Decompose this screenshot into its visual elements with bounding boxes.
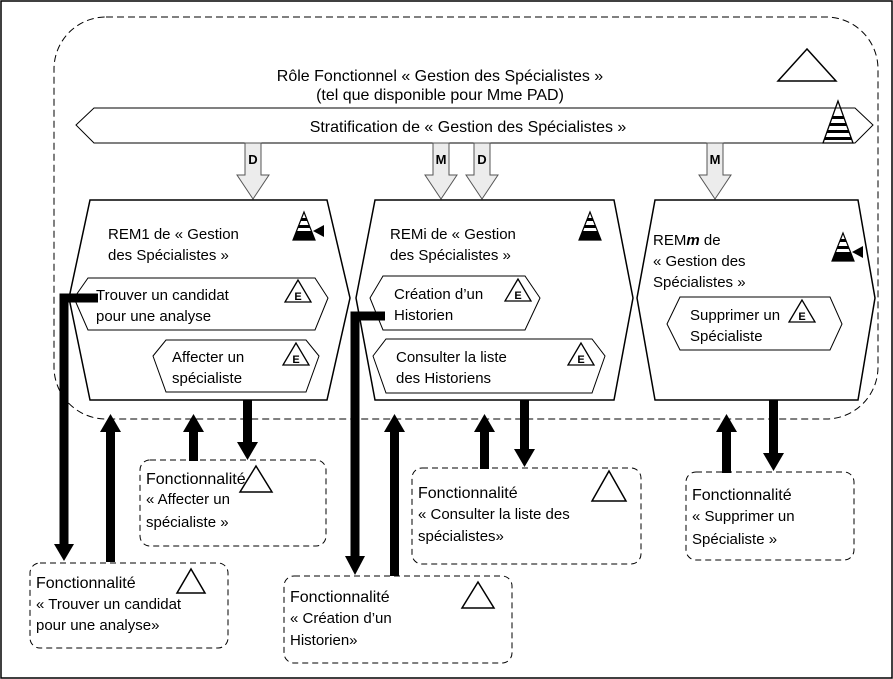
svg-text:des Historiens: des Historiens xyxy=(396,370,491,387)
rem1-title-line2: des Spécialistes » xyxy=(108,247,229,264)
elementary-task-icon: E xyxy=(566,341,596,366)
functionality-triangle-icon xyxy=(590,469,628,502)
stratification-label: Stratification de « Gestion des Spéciali… xyxy=(310,119,627,136)
elementary-task-icon: E xyxy=(503,277,533,302)
svg-text:Fonctionnalité: Fonctionnalité xyxy=(146,471,246,488)
svg-text:« Trouver un candidat: « Trouver un candidat xyxy=(36,596,182,613)
functionality-creation: Fonctionnalité « Création d’un Historien… xyxy=(283,575,513,664)
svg-text:Fonctionnalité: Fonctionnalité xyxy=(418,485,518,502)
svg-text:pour une analyse»: pour une analyse» xyxy=(36,617,159,634)
svg-text:E: E xyxy=(798,311,805,323)
remi-task-creation: Création d’un Historien E xyxy=(369,275,541,331)
stratification-stairs-icon xyxy=(823,116,853,140)
functionality-triangle-icon xyxy=(460,580,496,609)
svg-text:E: E xyxy=(294,291,301,303)
remm-title-line1: REMm de xyxy=(653,232,721,249)
link-arrow-supprimer-up xyxy=(716,414,737,473)
remi-task-consulter: Consulter la liste des Historiens E xyxy=(372,338,606,394)
functionality-trouver: Fonctionnalité « Trouver un candidat pou… xyxy=(29,562,229,649)
svg-text:« Création d’un: « Création d’un xyxy=(290,610,392,627)
svg-text:E: E xyxy=(577,354,584,366)
svg-text:pour une analyse: pour une analyse xyxy=(96,308,211,325)
remi-title-line2: des Spécialistes » xyxy=(390,247,511,264)
role-triangle-icon xyxy=(776,47,838,82)
svg-text:Supprimer un: Supprimer un xyxy=(690,307,780,324)
decomposition-arrow-remi: D xyxy=(465,142,499,200)
link-arrow-creation-down xyxy=(345,311,385,575)
svg-text:E: E xyxy=(292,354,299,366)
link-arrow-affecter-down xyxy=(237,400,258,460)
remm-title-line2: « Gestion des xyxy=(653,253,746,270)
functionality-supprimer: Fonctionnalité « Supprimer un Spécialist… xyxy=(685,471,855,561)
svg-text:spécialiste »: spécialiste » xyxy=(146,514,229,531)
svg-text:Spécialiste »: Spécialiste » xyxy=(692,531,777,548)
svg-text:« Consulter la liste des: « Consulter la liste des xyxy=(418,506,570,523)
elementary-task-icon: E xyxy=(281,341,311,366)
link-arrow-affecter-up xyxy=(183,414,204,461)
functionality-triangle-icon xyxy=(238,464,274,493)
svg-text:Consulter la liste: Consulter la liste xyxy=(396,349,507,366)
svg-text:Affecter un: Affecter un xyxy=(172,349,244,366)
rem1-task-affecter: Affecter un spécialiste E xyxy=(152,339,320,393)
svg-text:Historien: Historien xyxy=(394,307,453,324)
link-arrow-creation-up xyxy=(384,414,405,576)
svg-text:M: M xyxy=(436,152,447,167)
svg-text:Spécialiste: Spécialiste xyxy=(690,328,763,345)
svg-text:Trouver un candidat: Trouver un candidat xyxy=(96,287,230,304)
svg-text:D: D xyxy=(248,152,257,167)
svg-text:D: D xyxy=(477,152,486,167)
svg-text:Fonctionnalité: Fonctionnalité xyxy=(290,589,390,606)
functionality-affecter: Fonctionnalité « Affecter un spécialiste… xyxy=(139,459,327,547)
svg-text:« Supprimer un: « Supprimer un xyxy=(692,508,795,525)
svg-text:Historien»: Historien» xyxy=(290,632,358,649)
decomposition-arrow-rem1: D xyxy=(236,142,270,200)
elementary-task-icon: E xyxy=(283,278,313,303)
stratification-bar xyxy=(75,107,874,144)
elementary-task-icon: E xyxy=(787,298,817,323)
svg-text:E: E xyxy=(514,290,521,302)
remm-title-line3: Spécialistes » xyxy=(653,274,746,291)
link-arrow-trouver-up xyxy=(100,414,121,562)
role-title-line1: Rôle Fonctionnel « Gestion des Spécialis… xyxy=(277,68,604,85)
rem1-task-trouver: Trouver un candidat pour une analyse E xyxy=(73,277,329,331)
svg-text:Fonctionnalité: Fonctionnalité xyxy=(36,575,136,592)
svg-text:spécialistes»: spécialistes» xyxy=(418,528,504,545)
link-arrow-consulter-down xyxy=(514,400,535,467)
link-arrow-consulter-up xyxy=(474,414,495,469)
rem1-title-line1: REM1 de « Gestion xyxy=(108,226,239,243)
remm-role-icon xyxy=(831,231,863,262)
remm-task-supprimer: Supprimer un Spécialiste E xyxy=(666,296,843,351)
svg-text:Création d’un: Création d’un xyxy=(394,286,483,303)
role-title-line2: (tel que disponible pour Mme PAD) xyxy=(316,87,564,104)
link-arrow-supprimer-down xyxy=(763,400,784,471)
svg-text:M: M xyxy=(710,152,721,167)
functionality-triangle-icon xyxy=(175,567,207,594)
remi-title-line1: REMi de « Gestion xyxy=(390,226,516,243)
mapping-arrow-remm: M xyxy=(698,142,732,200)
link-arrow-trouver-down xyxy=(54,293,98,561)
rem1-role-icon xyxy=(292,210,324,241)
svg-text:Fonctionnalité: Fonctionnalité xyxy=(692,487,792,504)
svg-text:« Affecter un: « Affecter un xyxy=(146,491,230,508)
svg-text:spécialiste: spécialiste xyxy=(172,370,242,387)
role-container xyxy=(53,16,879,420)
mapping-arrow-remi: M xyxy=(424,142,458,200)
remi-role-icon xyxy=(578,210,602,241)
functionality-consulter: Fonctionnalité « Consulter la liste des … xyxy=(411,467,642,565)
